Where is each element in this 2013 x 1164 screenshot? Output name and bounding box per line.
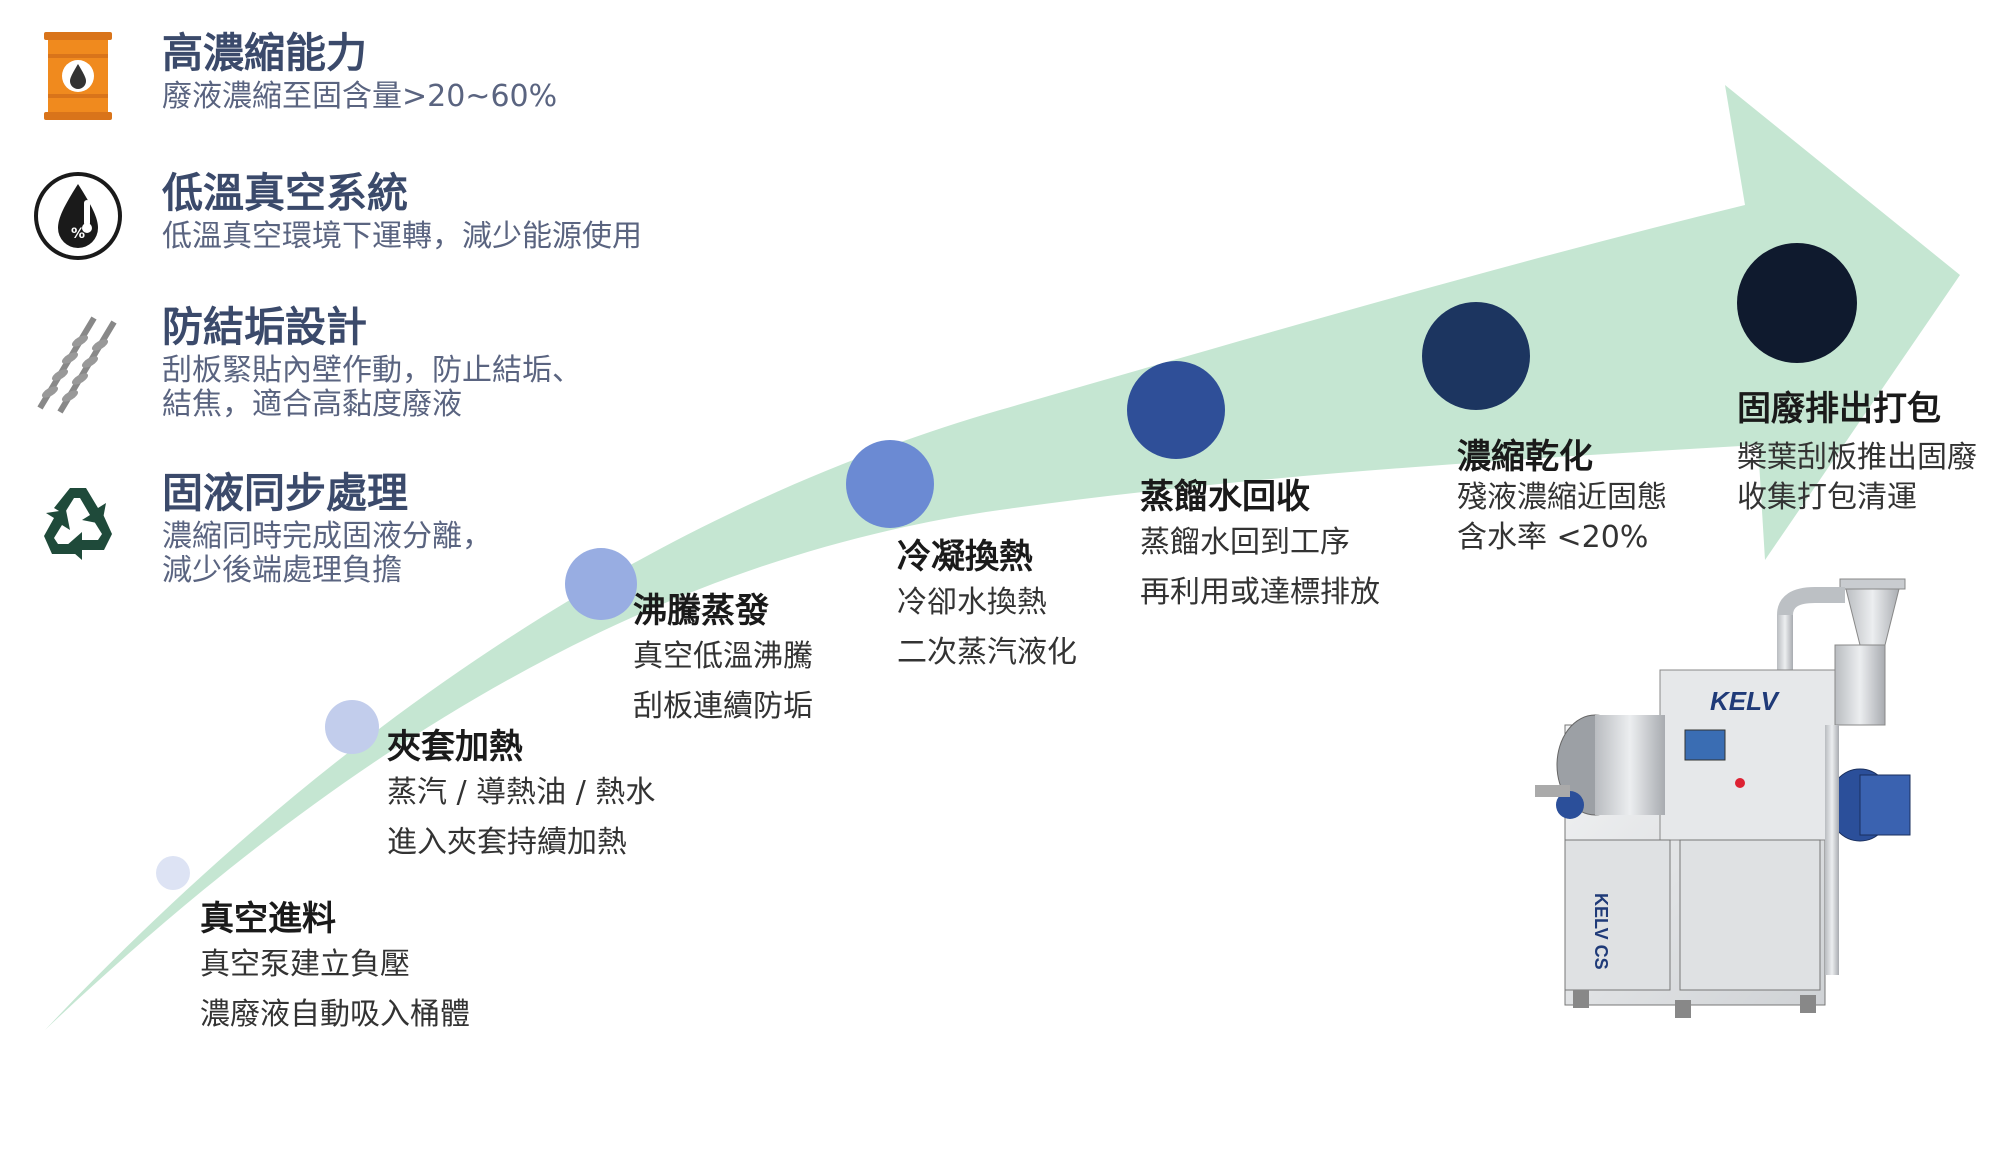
step-line: 冷卻水換熱 [897, 585, 1047, 620]
feature-line: 廢液濃縮至固含量>20~60% [162, 79, 558, 114]
step-title: 沸騰蒸發 [633, 591, 769, 631]
feature-line: 結焦，適合高黏度廢液 [162, 387, 462, 422]
step-dot-jacket-heating [325, 700, 379, 754]
feature-high-concentration: 高濃縮能力 廢液濃縮至固含量>20~60% [30, 28, 710, 128]
step-title: 固廢排出打包 [1737, 389, 1941, 429]
machine-side-label: KELV CS [1591, 893, 1611, 970]
step-jacket-heating: 夾套加熱 蒸汽 / 導熱油 / 熱水 進入夾套持續加熱 [387, 726, 655, 868]
step-condense: 冷凝換熱 冷卻水換熱 二次蒸汽液化 [897, 536, 1077, 678]
step-line: 含水率 <20% [1457, 520, 1649, 555]
feature-title: 低溫真空系統 [162, 169, 408, 217]
step-line: 再利用或達標排放 [1140, 575, 1380, 610]
step-dot-distillate [1127, 361, 1225, 459]
step-line: 收集打包清運 [1737, 480, 1917, 515]
step-boiling: 沸騰蒸發 真空低溫沸騰 刮板連續防垢 [633, 590, 813, 732]
step-line: 真空低溫沸騰 [633, 639, 813, 674]
screw-scraper-icon [30, 308, 126, 414]
feature-line: 濃縮同時完成固液分離， [162, 519, 492, 554]
feature-title: 防結垢設計 [162, 303, 367, 351]
step-line: 濃廢液自動吸入桶體 [200, 997, 470, 1032]
feature-line: 減少後端處理負擔 [162, 553, 402, 588]
evaporator-machine-image: KELV KELV CS [1535, 578, 1911, 1018]
machine-brand-label: KELV [1710, 686, 1781, 716]
step-title: 濃縮乾化 [1457, 437, 1593, 477]
step-title: 蒸餾水回收 [1140, 477, 1310, 517]
feature-description: 低溫真空環境下運轉，減少能源使用 [162, 220, 642, 254]
step-solid-discharge: 固廢排出打包 槳葉刮板推出固廢 收集打包清運 [1737, 388, 2007, 518]
step-title: 真空進料 [200, 899, 336, 939]
step-title: 冷凝換熱 [897, 537, 1033, 577]
feature-description: 刮板緊貼內壁作動，防止結垢、 結焦，適合高黏度廢液 [162, 354, 582, 422]
step-dot-concentrate-dry [1422, 302, 1530, 410]
step-dot-vacuum-feed [156, 856, 190, 890]
feature-anti-scaling: 防結垢設計 刮板緊貼內壁作動，防止結垢、 結焦，適合高黏度廢液 [30, 302, 710, 432]
feature-line: 低溫真空環境下運轉，減少能源使用 [162, 219, 642, 254]
recycle-icon [30, 478, 126, 574]
feature-low-temp-vacuum: % 低溫真空系統 低溫真空環境下運轉，減少能源使用 [30, 168, 710, 268]
step-dot-condense [846, 440, 934, 528]
step-line: 蒸餾水回到工序 [1140, 525, 1350, 560]
step-line: 真空泵建立負壓 [200, 947, 410, 982]
feature-title: 固液同步處理 [162, 469, 408, 517]
oil-barrel-icon [30, 28, 126, 124]
step-distillate: 蒸餾水回收 蒸餾水回到工序 再利用或達標排放 [1140, 476, 1380, 618]
step-title: 夾套加熱 [387, 727, 523, 767]
step-line: 二次蒸汽液化 [897, 635, 1077, 670]
feature-line: 刮板緊貼內壁作動，防止結垢、 [162, 353, 582, 388]
step-line: 蒸汽 / 導熱油 / 熱水 [387, 775, 656, 810]
thermometer-drop-icon: % [30, 168, 126, 264]
step-vacuum-feed: 真空進料 真空泵建立負壓 濃廢液自動吸入桶體 [200, 898, 470, 1040]
step-dot-solid-discharge [1737, 243, 1857, 363]
step-line: 刮板連續防垢 [633, 689, 813, 724]
step-line: 殘液濃縮近固態 [1457, 480, 1667, 515]
feature-description: 廢液濃縮至固含量>20~60% [162, 80, 557, 114]
feature-title: 高濃縮能力 [162, 29, 367, 77]
step-dot-boiling [565, 548, 637, 620]
svg-text:%: % [71, 226, 85, 242]
step-line: 槳葉刮板推出固廢 [1737, 440, 1977, 475]
step-concentrate-dry: 濃縮乾化 殘液濃縮近固態 含水率 <20% [1457, 436, 1667, 558]
feature-solid-liquid: 固液同步處理 濃縮同時完成固液分離， 減少後端處理負擔 [30, 468, 710, 598]
feature-description: 濃縮同時完成固液分離， 減少後端處理負擔 [162, 520, 492, 588]
step-line: 進入夾套持續加熱 [387, 825, 627, 860]
